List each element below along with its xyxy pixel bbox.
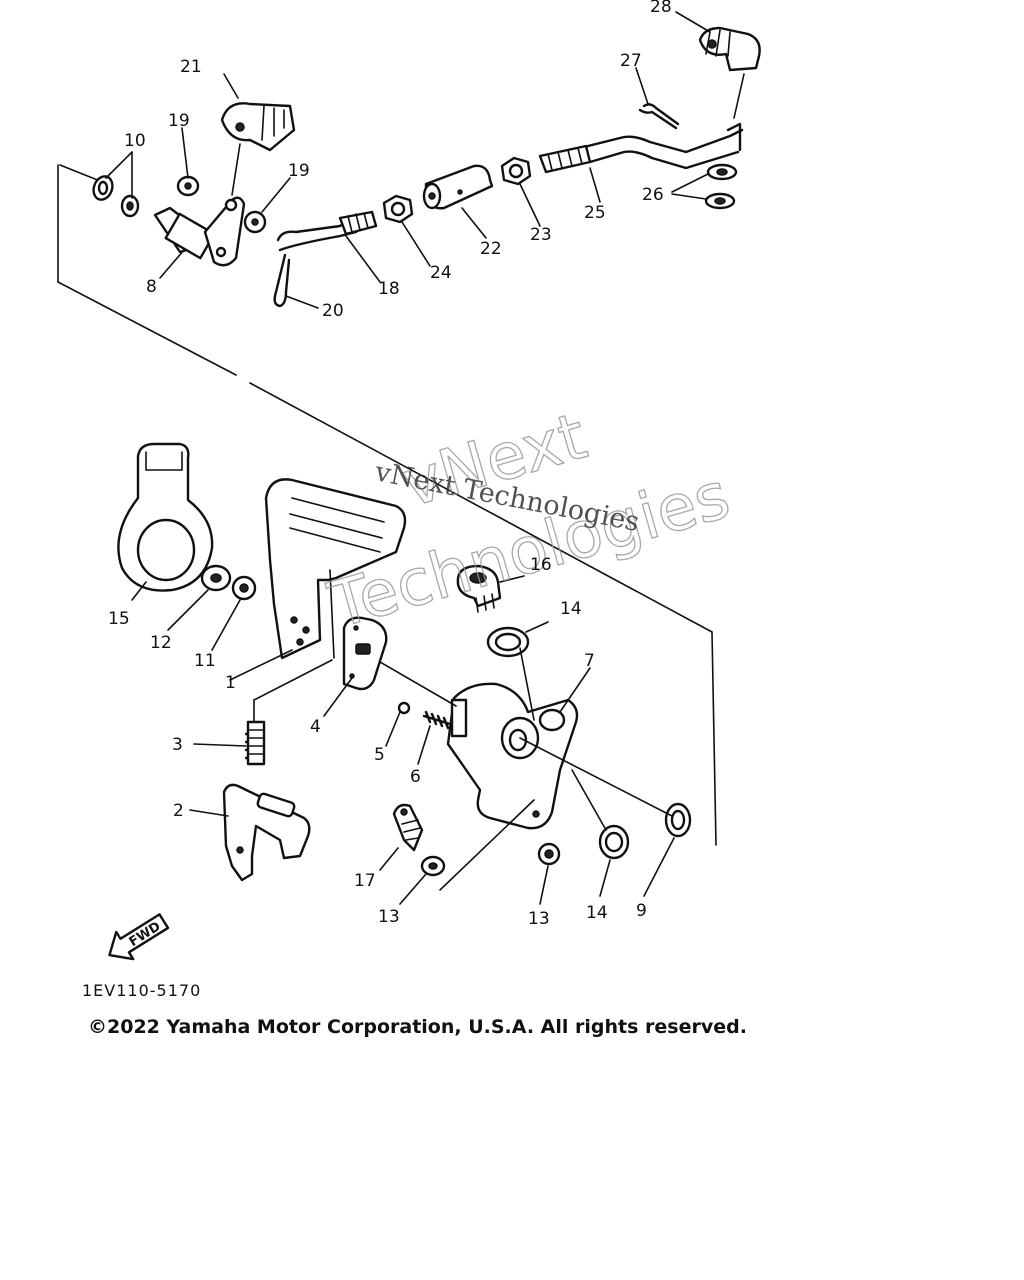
label-part-17: 17 [354,871,376,891]
label-part-4: 4 [310,717,321,737]
label-part-11: 11 [194,651,216,671]
label-part-9: 9 [636,901,647,921]
grommet-28 [698,26,761,72]
nut-23 [500,156,532,186]
label-part-28: 28 [650,0,672,17]
label-part-14a: 14 [560,599,582,619]
label-part-19b: 19 [288,161,310,181]
copyright-notice: ©2022 Yamaha Motor Corporation, U.S.A. A… [88,1016,747,1038]
nut-24 [382,194,414,224]
label-part-21: 21 [180,57,202,77]
washer-19b [243,210,267,234]
label-part-19a: 19 [168,111,190,131]
fwd-arrow-icon: FWD [108,913,170,961]
washer-26a [706,163,738,181]
bottom-leader-lines [131,569,675,905]
label-part-26: 26 [642,185,664,205]
joint-22 [422,164,494,210]
label-part-10: 10 [124,131,146,151]
pin-27 [638,103,680,130]
part-number-labels: 1 2 3 4 5 6 7 8 9 10 11 12 13 13 14 14 1… [108,0,672,929]
label-part-15: 15 [108,609,130,629]
label-part-12: 12 [150,633,172,653]
assembly-frame [57,164,717,846]
label-part-5: 5 [374,745,385,765]
label-part-6: 6 [410,767,421,787]
pin-20 [273,253,291,308]
lever-1 [264,478,407,660]
washer-26b [704,192,736,210]
nut-12 [200,564,232,592]
label-part-24: 24 [430,263,452,283]
drawing-code: 1EV110-5170 [82,981,201,1000]
label-part-23: 23 [530,225,552,245]
label-part-8: 8 [146,277,157,297]
label-part-20: 20 [322,301,344,321]
housing-7 [446,682,579,830]
shift-shaft-8 [153,196,246,267]
rod-25 [538,122,744,174]
label-part-14b: 14 [586,903,608,923]
washer-11 [231,575,257,601]
washer-13a [420,855,446,877]
label-part-3: 3 [172,735,183,755]
cover-15 [117,442,214,592]
label-part-13b: 13 [528,909,550,929]
label-part-27: 27 [620,51,642,71]
bolt-17 [392,803,424,852]
rod-18 [276,210,378,252]
bracket-2 [222,783,311,882]
label-part-22: 22 [480,239,502,259]
spring-6 [422,710,452,730]
washer-14b [598,824,630,860]
bolt-16 [456,564,502,613]
top-leader-lines [105,11,745,309]
grommet-21 [220,102,296,152]
washer-9 [664,802,692,838]
spring-3 [244,720,266,766]
washer-19a [176,175,200,197]
label-part-13a: 13 [378,907,400,927]
label-part-16: 16 [530,555,552,575]
label-part-25: 25 [584,203,606,223]
plate-4 [342,616,388,691]
washer-13b [537,842,561,866]
ball-5 [397,701,411,715]
label-part-1: 1 [225,673,236,693]
label-part-2: 2 [173,801,184,821]
label-part-7: 7 [584,651,595,671]
washer-14a [486,626,530,658]
washer-10b [120,194,140,218]
label-part-18: 18 [378,279,400,299]
